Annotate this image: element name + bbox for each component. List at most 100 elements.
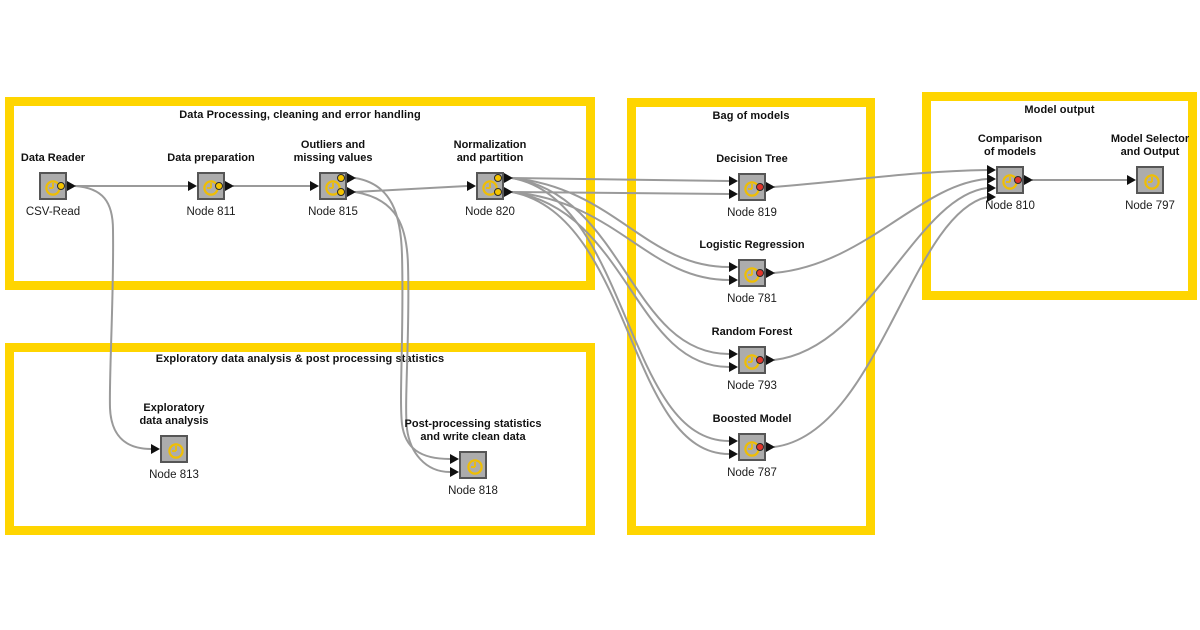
node-body-logreg[interactable]	[738, 259, 766, 287]
input-port[interactable]	[450, 466, 459, 477]
input-port[interactable]	[729, 274, 738, 285]
input-port[interactable]	[729, 175, 738, 186]
node-body-csv[interactable]	[39, 172, 67, 200]
annotation-box-bag-of-models[interactable]	[627, 98, 875, 535]
output-port[interactable]	[504, 186, 513, 197]
connector-normalize-dtree-2[interactable]	[511, 191, 730, 195]
input-port[interactable]	[467, 180, 476, 191]
annotation-box-exploratory[interactable]	[5, 343, 595, 535]
output-port-dot[interactable]	[337, 174, 345, 182]
connector-normalize-logreg-1[interactable]	[511, 177, 730, 268]
node-body-boosted[interactable]	[738, 433, 766, 461]
annotation-box-model-output[interactable]	[922, 92, 1197, 300]
node-body-postproc[interactable]	[459, 451, 487, 479]
clock-icon	[467, 459, 483, 475]
connector-boosted-compare[interactable]	[773, 196, 988, 448]
input-port[interactable]	[729, 361, 738, 372]
node-caption-label: Node 787	[727, 467, 777, 479]
input-port[interactable]	[987, 164, 996, 175]
node-body-eda[interactable]	[160, 435, 188, 463]
output-port[interactable]	[67, 180, 76, 191]
annotation-title: Data Processing, cleaning and error hand…	[179, 109, 421, 121]
annotation-title: Model output	[1024, 104, 1095, 116]
connector-outliers-postproc-1[interactable]	[354, 177, 451, 460]
node-caption-label: CSV-Read	[25, 206, 81, 218]
node-body-normalize[interactable]	[476, 172, 504, 200]
output-port-dot[interactable]	[1014, 176, 1022, 184]
node-caption-label: Node 811	[186, 206, 236, 218]
connector-dtree-compare[interactable]	[773, 169, 988, 188]
input-port[interactable]	[729, 261, 738, 272]
input-port[interactable]	[151, 443, 160, 454]
node-caption-label: Node 793	[727, 380, 777, 392]
output-port[interactable]	[766, 354, 775, 365]
output-port-dot[interactable]	[756, 356, 764, 364]
output-port-dot[interactable]	[756, 443, 764, 451]
node-name-label: Data preparation	[167, 152, 255, 164]
output-port[interactable]	[504, 172, 513, 183]
node-caption-label: Node 781	[727, 293, 777, 305]
input-port[interactable]	[188, 180, 197, 191]
connector-logreg-compare[interactable]	[773, 178, 988, 274]
input-port[interactable]	[1127, 174, 1136, 185]
node-name-label: Decision Tree	[716, 153, 788, 165]
clock-icon	[1144, 174, 1160, 190]
input-port[interactable]	[987, 182, 996, 193]
output-port[interactable]	[347, 172, 356, 183]
node-caption-label: Node 810	[985, 200, 1035, 212]
connector-rforest-compare[interactable]	[773, 187, 988, 361]
output-port-dot[interactable]	[756, 269, 764, 277]
node-body-dtree[interactable]	[738, 173, 766, 201]
node-caption-label: Node 797	[1125, 200, 1175, 212]
connector-normalize-rforest-2[interactable]	[511, 191, 730, 368]
input-port[interactable]	[987, 173, 996, 184]
input-port[interactable]	[310, 180, 319, 191]
output-port-dot[interactable]	[494, 188, 502, 196]
output-port[interactable]	[347, 186, 356, 197]
output-port-dot[interactable]	[337, 188, 345, 196]
output-port-dot[interactable]	[57, 182, 65, 190]
input-port[interactable]	[729, 435, 738, 446]
input-port[interactable]	[987, 191, 996, 202]
connector-csv-eda[interactable]	[74, 185, 152, 450]
node-name-label: Data Reader	[20, 152, 86, 164]
connector-normalize-boosted-1[interactable]	[511, 177, 730, 442]
node-name-label: Random Forest	[711, 326, 793, 338]
node-caption-label: Node 815	[308, 206, 358, 218]
connector-normalize-rforest-1[interactable]	[511, 177, 730, 355]
connector-outliers-normalize[interactable]	[354, 185, 468, 193]
connector-normalize-dtree-1[interactable]	[511, 177, 730, 182]
connector-normalize-logreg-2[interactable]	[511, 191, 730, 281]
input-port[interactable]	[450, 453, 459, 464]
connector-normalize-boosted-2[interactable]	[511, 191, 730, 455]
clock-icon	[168, 443, 184, 459]
output-port-dot[interactable]	[215, 182, 223, 190]
input-port[interactable]	[729, 348, 738, 359]
input-port[interactable]	[729, 448, 738, 459]
output-port[interactable]	[766, 267, 775, 278]
output-port-dot[interactable]	[756, 183, 764, 191]
output-port[interactable]	[766, 441, 775, 452]
output-port[interactable]	[766, 181, 775, 192]
input-port[interactable]	[729, 188, 738, 199]
node-body-outliers[interactable]	[319, 172, 347, 200]
annotation-title: Exploratory data analysis & post process…	[155, 353, 445, 365]
node-body-compare[interactable]	[996, 166, 1024, 194]
connector-outliers-postproc-2[interactable]	[354, 191, 451, 473]
node-caption-label: Node 820	[465, 206, 515, 218]
node-body-rforest[interactable]	[738, 346, 766, 374]
output-port[interactable]	[225, 180, 234, 191]
node-caption-label: Node 819	[727, 207, 777, 219]
output-port-dot[interactable]	[494, 174, 502, 182]
node-body-selector[interactable]	[1136, 166, 1164, 194]
output-port[interactable]	[1024, 174, 1033, 185]
node-body-prep[interactable]	[197, 172, 225, 200]
